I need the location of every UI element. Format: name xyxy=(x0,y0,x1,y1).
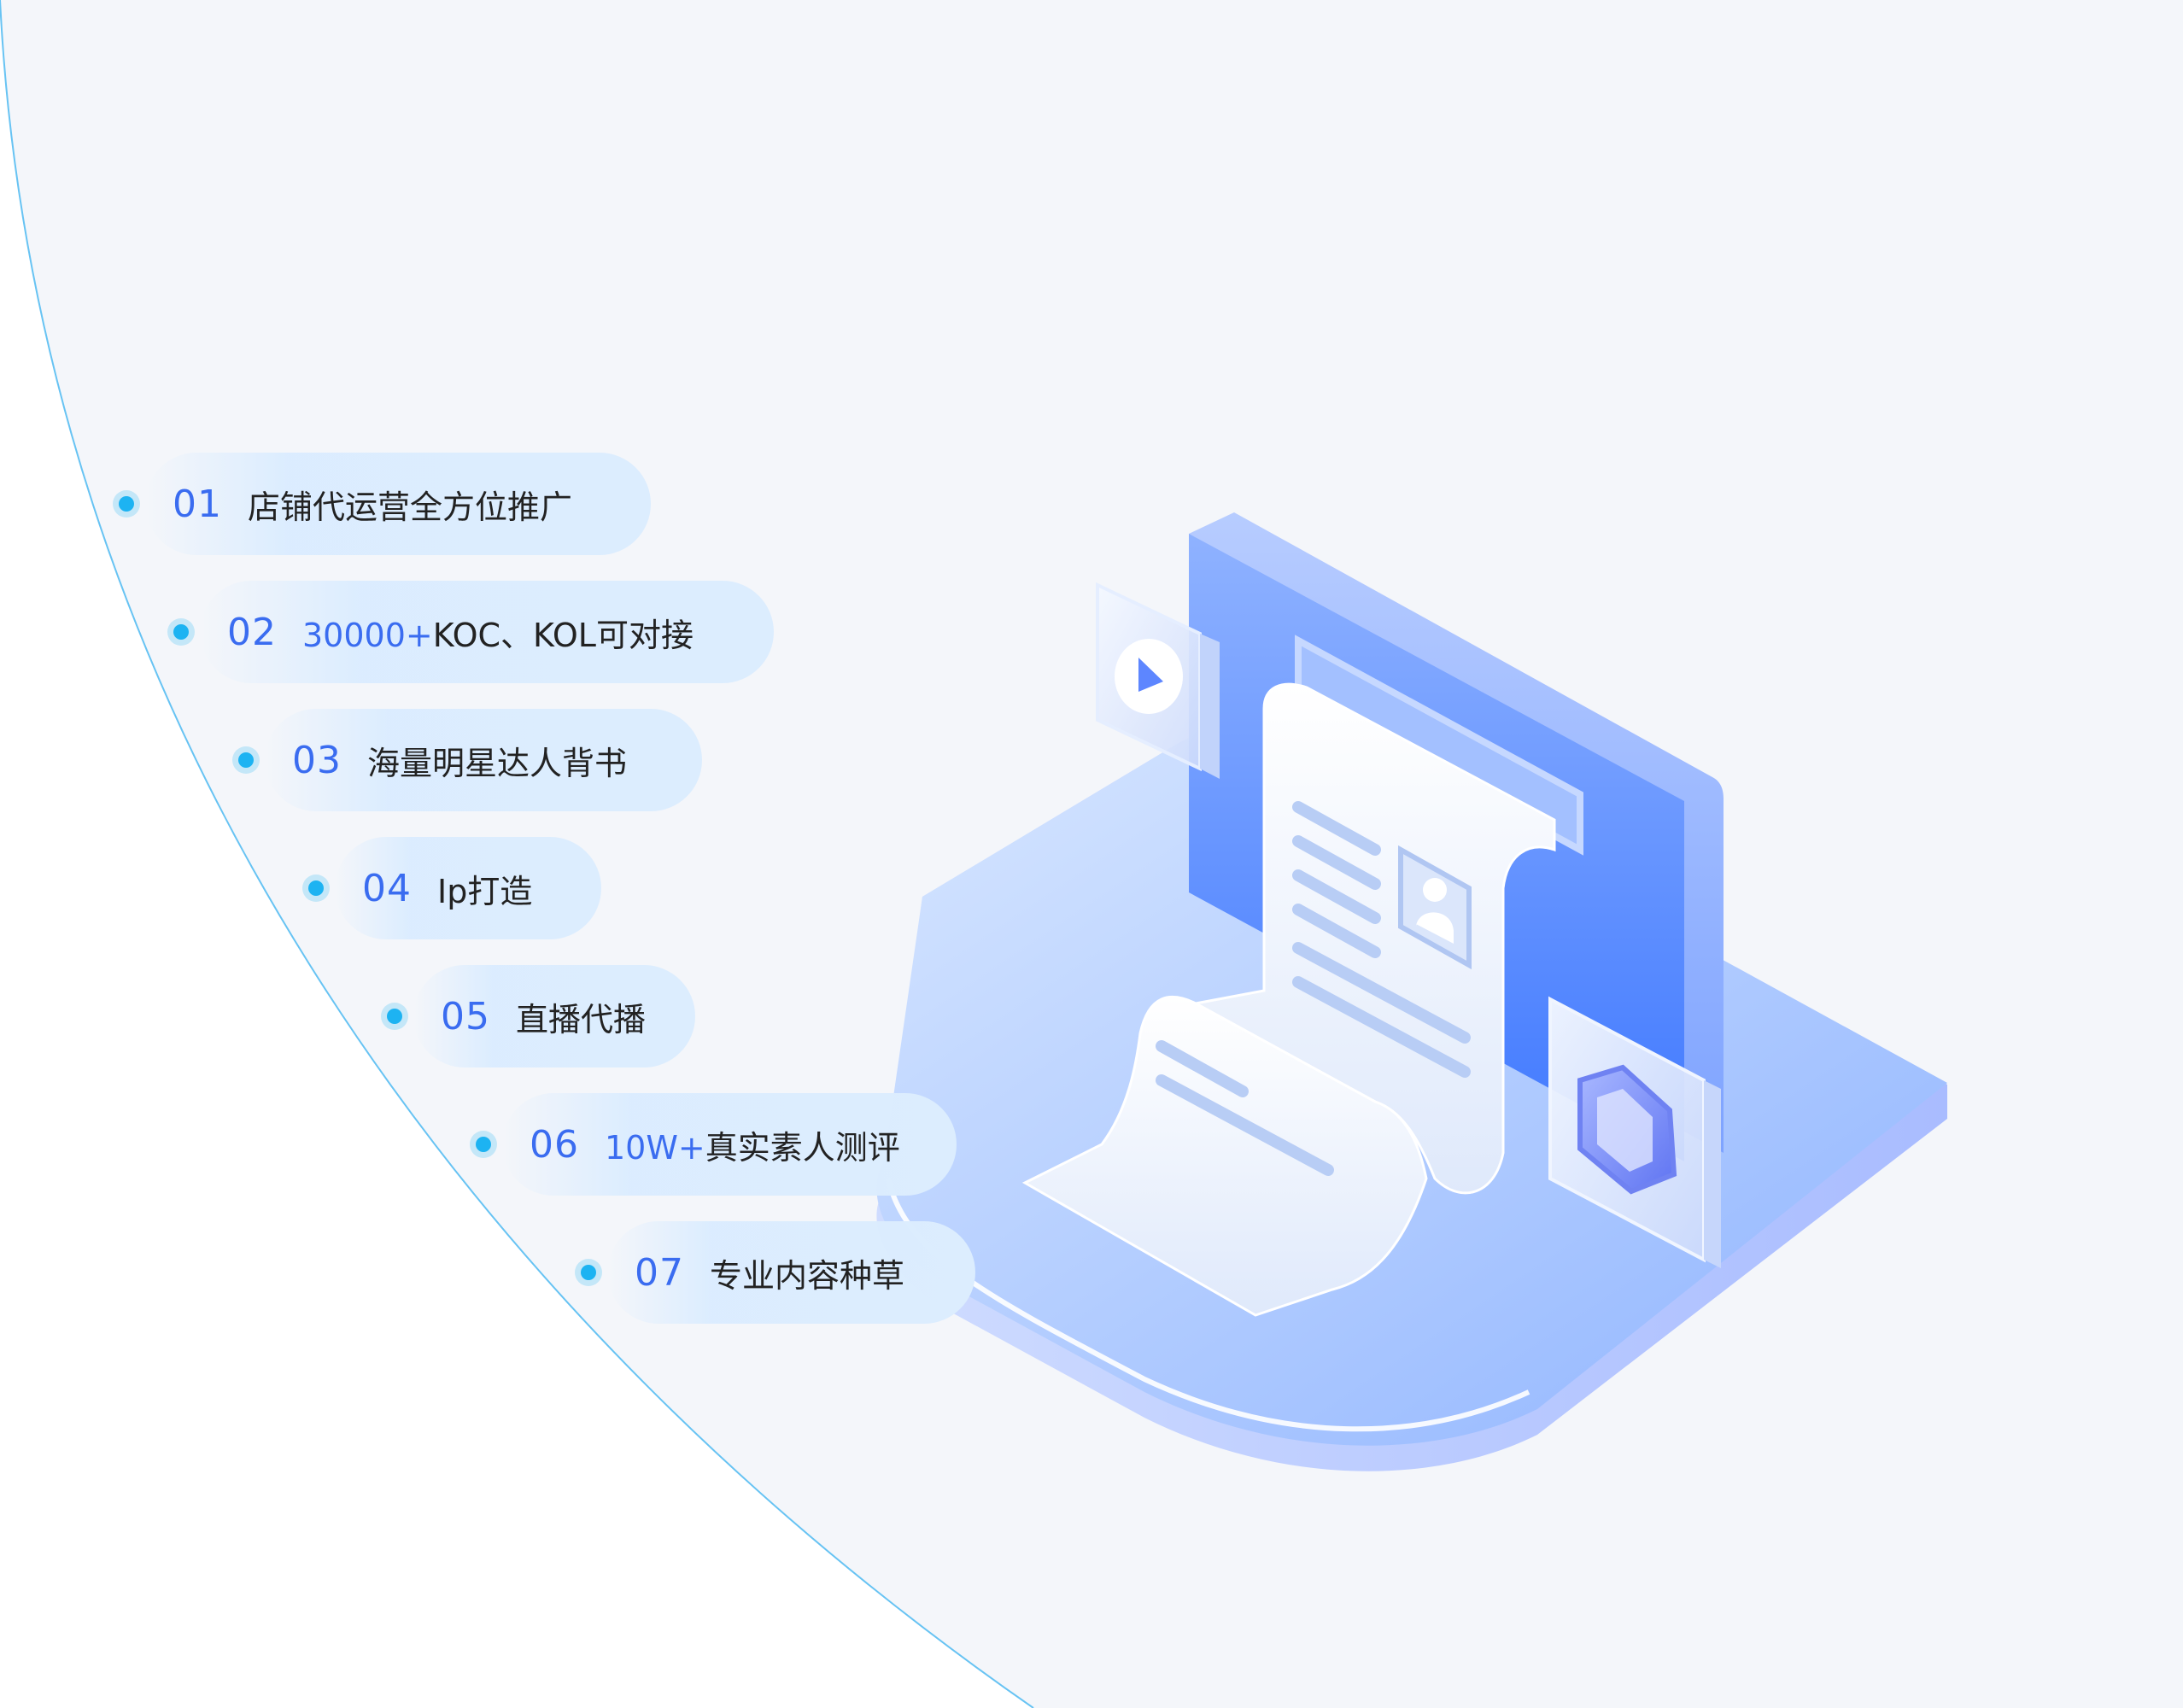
timeline-dot xyxy=(119,496,134,512)
item-text: 店铺代运营全方位推广 xyxy=(248,488,573,526)
item-text: 海量明星达人背书 xyxy=(367,744,628,782)
list-item-pill: 06 10W+真实素人测评 xyxy=(502,1093,957,1196)
item-label: 30000+KOC、KOL可对接 xyxy=(302,609,694,656)
item-number: 05 xyxy=(441,994,490,1038)
item-label: 店铺代运营全方位推广 xyxy=(248,481,572,528)
item-text: KOC、KOL可对接 xyxy=(432,616,694,654)
list-item-pill: 03 海量明星达人背书 xyxy=(265,709,702,811)
timeline-dot xyxy=(308,880,324,896)
item-text: 专业内容种草 xyxy=(710,1256,905,1295)
timeline-dot xyxy=(476,1137,491,1152)
item-number: 03 xyxy=(292,738,342,782)
list-item-pill: 02 30000+KOC、KOL可对接 xyxy=(200,581,774,683)
list-item-pill: 04 Ip打造 xyxy=(335,837,601,939)
item-accent: 30000+ xyxy=(302,616,433,654)
item-label: 10W+真实素人测评 xyxy=(605,1121,900,1168)
item-text: 真实素人测评 xyxy=(705,1128,900,1167)
list-item-pill: 05 直播代播 xyxy=(413,965,695,1068)
item-number: 01 xyxy=(173,482,222,526)
item-label: 直播代播 xyxy=(516,993,646,1040)
timeline-dot xyxy=(581,1265,596,1280)
timeline-dot xyxy=(238,752,254,768)
item-number: 06 xyxy=(530,1122,579,1167)
item-text: Ip打造 xyxy=(437,872,533,910)
timeline-dot xyxy=(173,624,189,640)
item-label: 专业内容种草 xyxy=(710,1249,904,1296)
list-item-pill: 01 店铺代运营全方位推广 xyxy=(145,453,651,555)
item-label: Ip打造 xyxy=(437,865,532,912)
timeline-dot xyxy=(387,1009,402,1024)
item-text: 直播代播 xyxy=(516,1000,647,1038)
item-number: 02 xyxy=(227,610,277,654)
item-number: 04 xyxy=(362,866,412,910)
list-item-pill: 07 专业内容种草 xyxy=(607,1221,975,1324)
item-accent: 10W+ xyxy=(605,1128,705,1167)
item-number: 07 xyxy=(635,1250,684,1295)
item-label: 海量明星达人背书 xyxy=(367,737,627,784)
